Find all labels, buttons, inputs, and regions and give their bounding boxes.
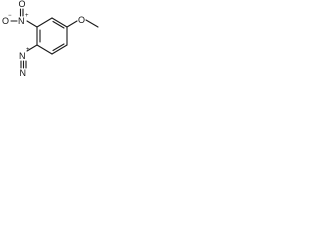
ring-to-ether-bond [66,20,78,28]
ether-oxygen: O [78,15,85,25]
ring-bond-6 [36,17,53,28]
ring-bond-4 [36,44,53,55]
nitro-nitrogen: N [18,16,25,26]
ring-bond-1 [51,17,68,28]
methoxy-group: O [66,15,99,28]
nitro-group: O N + O − [2,0,38,28]
ring-bond-3 [51,44,68,55]
diazo-nitrogen-charge: + [26,47,30,53]
ring-inner-bond-2 [52,43,65,52]
nitro-oxygen-left: O [2,16,9,26]
nitro-nitrogen-charge: + [25,13,29,19]
methyl-bond [85,19,99,28]
ring-to-diazo-bond [26,44,38,52]
diazo-nitrogen-outer: N [20,68,27,78]
ring-to-nitro-bond [26,20,38,28]
ring-inner-bond-1 [52,20,65,29]
nitro-oxygen-top: O [19,0,26,9]
diazo-nitrogen-inner: N [19,51,26,61]
diazonium-group: N + N [19,44,38,78]
chemical-structure: O N + O − O N + N [2,0,99,78]
benzene-ring [36,17,68,55]
nitro-oxygen-left-charge: − [8,13,12,19]
